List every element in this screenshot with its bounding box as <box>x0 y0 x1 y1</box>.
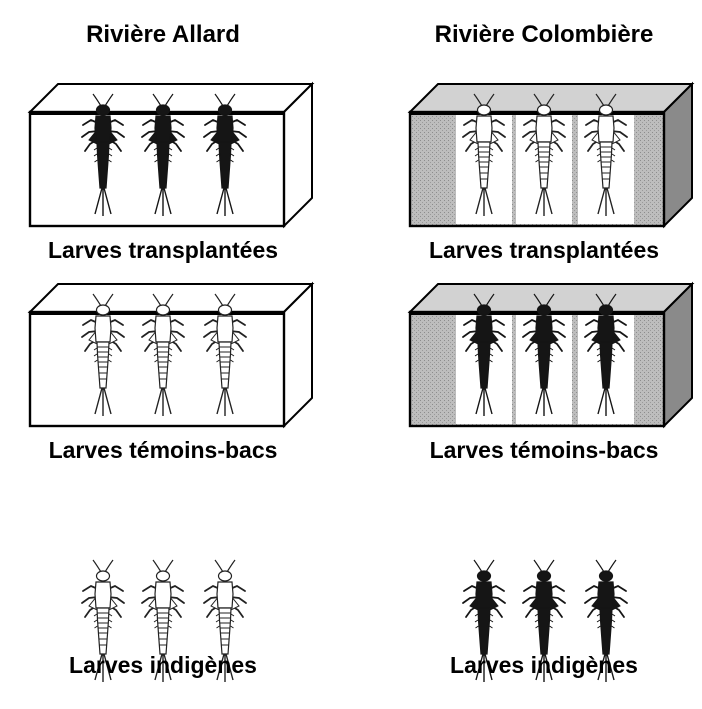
row-temoins-bacs: Larves témoins-bacs <box>410 284 692 463</box>
column-colombiere: Rivière ColombièreLarves transplantéesLa… <box>410 21 692 682</box>
row-label: Larves transplantées <box>429 237 659 263</box>
row-indigenes: Larves indigènes <box>450 560 638 682</box>
row-transplantees: Larves transplantées <box>30 84 312 263</box>
row-label: Larves transplantées <box>48 237 278 263</box>
row-label: Larves indigènes <box>69 652 257 678</box>
row-indigenes: Larves indigènes <box>69 560 257 682</box>
row-transplantees: Larves transplantées <box>410 84 692 263</box>
container-top <box>30 84 312 112</box>
container-top <box>30 284 312 312</box>
river-title: Rivière Colombière <box>435 21 654 48</box>
column-allard: Rivière AllardLarves transplantéesLarves… <box>30 21 312 682</box>
row-temoins-bacs: Larves témoins-bacs <box>30 284 312 463</box>
row-label: Larves témoins-bacs <box>430 437 659 463</box>
row-label: Larves témoins-bacs <box>49 437 278 463</box>
river-title: Rivière Allard <box>86 21 240 48</box>
row-label: Larves indigènes <box>450 652 638 678</box>
